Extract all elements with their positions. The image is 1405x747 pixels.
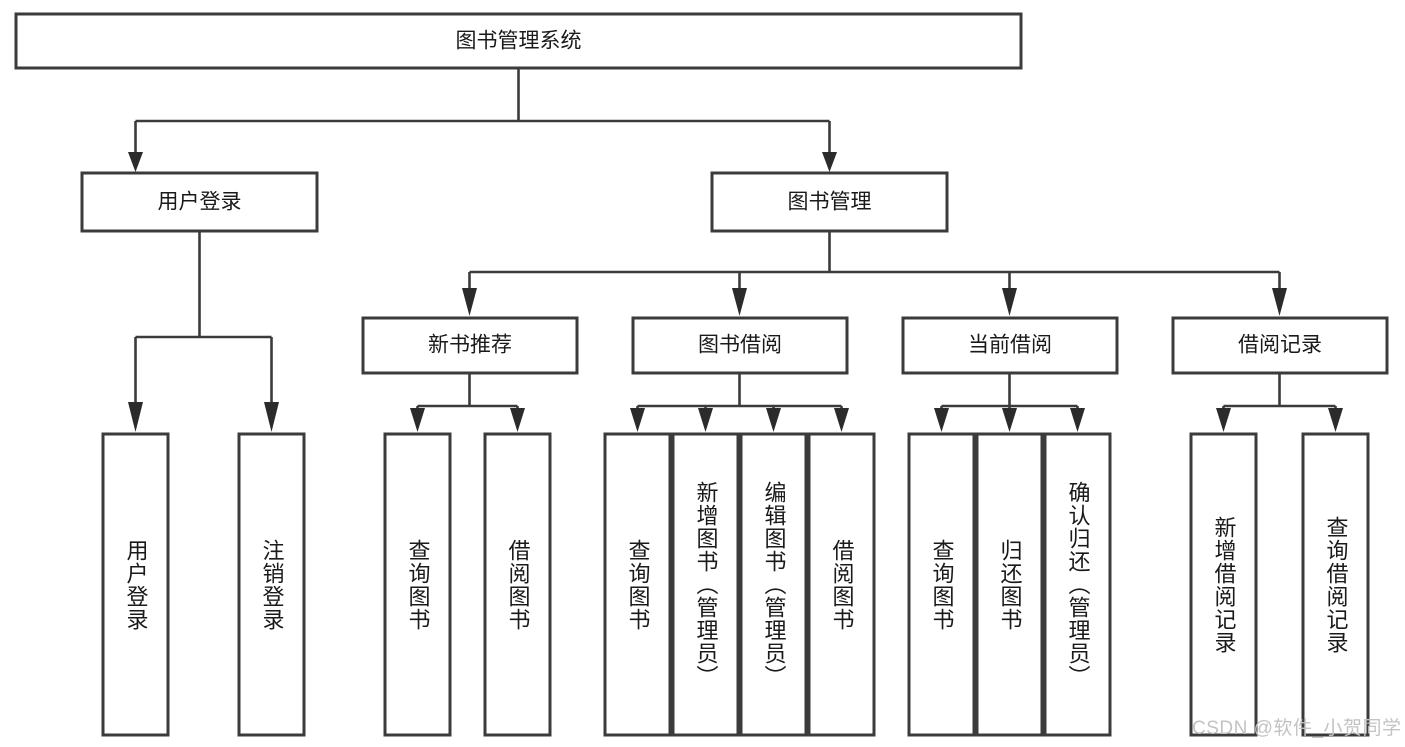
- arrow-root-to-user-login: [128, 152, 143, 172]
- node-current-borrow-box[interactable]: [901, 316, 1119, 375]
- connector-group-book-borrow: [630, 373, 849, 432]
- leaf-box-borrow-record-2[interactable]: [1301, 432, 1370, 737]
- arrow-current-borrow-leaf-1: [934, 408, 949, 432]
- leaf-box-book-borrow-1[interactable]: [603, 432, 672, 737]
- node-book-borrow[interactable]: 图书借阅: [631, 316, 849, 375]
- arrow-book-mgmt-child-1: [462, 288, 477, 316]
- connector-group-new-book: [410, 373, 525, 432]
- arrow-book-borrow-leaf-4: [834, 408, 849, 432]
- arrow-book-mgmt-child-3: [1002, 288, 1017, 316]
- arrow-user-login-leaf-2: [264, 402, 279, 432]
- node-user-login[interactable]: 用户登录: [80, 171, 319, 233]
- arrow-root-to-book-mgmt: [822, 152, 837, 172]
- arrow-borrow-record-leaf-2: [1328, 408, 1343, 432]
- leaf-box-user-login-1[interactable]: [101, 432, 170, 737]
- node-user-login-box[interactable]: [80, 171, 319, 233]
- arrow-new-book-leaf-1: [410, 408, 425, 432]
- node-book-mgmt-box[interactable]: [710, 171, 949, 233]
- node-current-borrow-label: 当前借阅: [968, 334, 1052, 357]
- node-user-login-label: 用户登录: [158, 191, 242, 214]
- node-book-mgmt-label: 图书管理: [788, 191, 872, 214]
- arrow-new-book-leaf-2: [510, 408, 525, 432]
- connector-group-borrow-record: [1216, 373, 1343, 432]
- leaf-box-current-borrow-1[interactable]: [907, 432, 976, 737]
- leaf-box-book-borrow-3[interactable]: [739, 432, 808, 737]
- arrow-book-borrow-leaf-1: [630, 408, 645, 432]
- leaf-box-current-borrow-2[interactable]: [975, 432, 1044, 737]
- connector-group-current-borrow: [934, 373, 1085, 432]
- connector-group-user-login: [128, 232, 279, 432]
- node-borrow-record[interactable]: 借阅记录: [1171, 316, 1389, 375]
- arrow-user-login-leaf-1: [128, 402, 143, 432]
- arrow-book-borrow-leaf-3: [766, 408, 781, 432]
- node-root-label: 图书管理系统: [456, 30, 582, 53]
- node-book-mgmt[interactable]: 图书管理: [710, 171, 949, 233]
- arrow-current-borrow-leaf-3: [1070, 408, 1085, 432]
- node-root-box[interactable]: [14, 12, 1023, 70]
- leaf-box-user-login-2[interactable]: [237, 432, 306, 737]
- node-root[interactable]: 图书管理系统: [14, 12, 1023, 70]
- node-borrow-record-box[interactable]: [1171, 316, 1389, 375]
- leaf-box-book-borrow-2[interactable]: [671, 432, 740, 737]
- leaf-box-current-borrow-3[interactable]: [1043, 432, 1112, 737]
- node-current-borrow[interactable]: 当前借阅: [901, 316, 1119, 375]
- connector-group-root: [128, 68, 837, 172]
- node-new-book-recommend-box[interactable]: [361, 316, 579, 375]
- node-new-book-recommend[interactable]: 新书推荐: [361, 316, 579, 375]
- arrow-book-borrow-leaf-2: [698, 408, 713, 432]
- leaf-box-borrow-record-1[interactable]: [1189, 432, 1258, 737]
- node-book-borrow-box[interactable]: [631, 316, 849, 375]
- arrow-book-mgmt-child-4: [1272, 288, 1287, 316]
- arrow-book-mgmt-child-2: [732, 288, 747, 316]
- leaf-box-book-borrow-4[interactable]: [807, 432, 876, 737]
- csdn-watermark: CSDN @软件_小贺同学: [1192, 718, 1402, 739]
- leaf-box-new-book-1[interactable]: [383, 432, 452, 737]
- arrow-current-borrow-leaf-2: [1002, 408, 1017, 432]
- leaf-box-new-book-2[interactable]: [483, 432, 552, 737]
- node-borrow-record-label: 借阅记录: [1238, 334, 1322, 357]
- arrow-borrow-record-leaf-1: [1216, 408, 1231, 432]
- node-new-book-recommend-label: 新书推荐: [428, 334, 512, 357]
- connector-group-book-mgmt: [462, 232, 1287, 316]
- node-book-borrow-label: 图书借阅: [698, 334, 782, 357]
